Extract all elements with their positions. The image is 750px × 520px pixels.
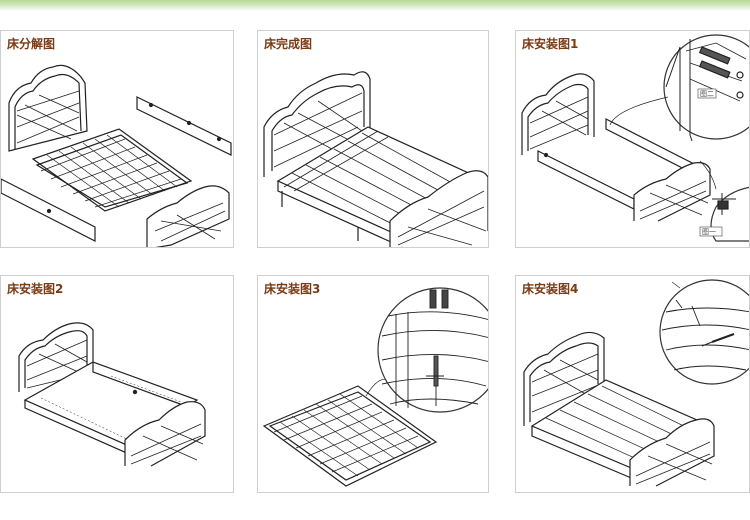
footboard xyxy=(633,162,711,222)
panel-title-installation-3: 床安装图3 xyxy=(264,282,321,296)
installation-1-illustration: 图二 图一 xyxy=(521,34,749,242)
panel-title-bed-exploded: 床分解图 xyxy=(7,37,56,51)
panel-installation-1: 图二 图一 床安装图1 xyxy=(515,30,750,248)
slat-detail-callout xyxy=(377,287,488,413)
installation-2-illustration xyxy=(18,322,206,467)
side-rail-lower xyxy=(537,150,635,210)
headboard xyxy=(8,64,88,152)
bed-exploded-illustration xyxy=(1,64,232,247)
headboard xyxy=(263,71,371,177)
panel-installation-3: 床安装图3 xyxy=(257,275,489,493)
callout-label-figure-one: 图一 xyxy=(702,228,716,236)
headboard xyxy=(523,331,605,426)
panel-title-bed-finished: 床完成图 xyxy=(264,37,313,51)
screw-detail-callout xyxy=(659,279,749,385)
panel-title-installation-1: 床安装图1 xyxy=(522,37,579,51)
header-green-rule xyxy=(0,0,750,11)
callout-label-figure-two: 图二 xyxy=(700,90,714,98)
slat-frame xyxy=(31,128,193,212)
installation-3-illustration xyxy=(262,287,488,487)
panel-title-installation-2: 床安装图2 xyxy=(7,282,64,296)
panel-bed-exploded: 床分解图 xyxy=(0,30,234,248)
installation-4-illustration xyxy=(523,279,749,487)
headboard xyxy=(521,73,595,155)
slat-frame xyxy=(262,385,438,487)
panel-title-installation-4: 床安装图4 xyxy=(522,282,579,296)
panel-installation-2: 床安装图2 xyxy=(0,275,234,493)
panel-bed-finished: 床完成图 xyxy=(257,30,489,248)
panel-installation-4: 床安装图4 xyxy=(515,275,750,493)
footboard xyxy=(146,185,230,247)
side-rail-right xyxy=(136,96,232,156)
bed-finished-illustration xyxy=(263,71,488,247)
